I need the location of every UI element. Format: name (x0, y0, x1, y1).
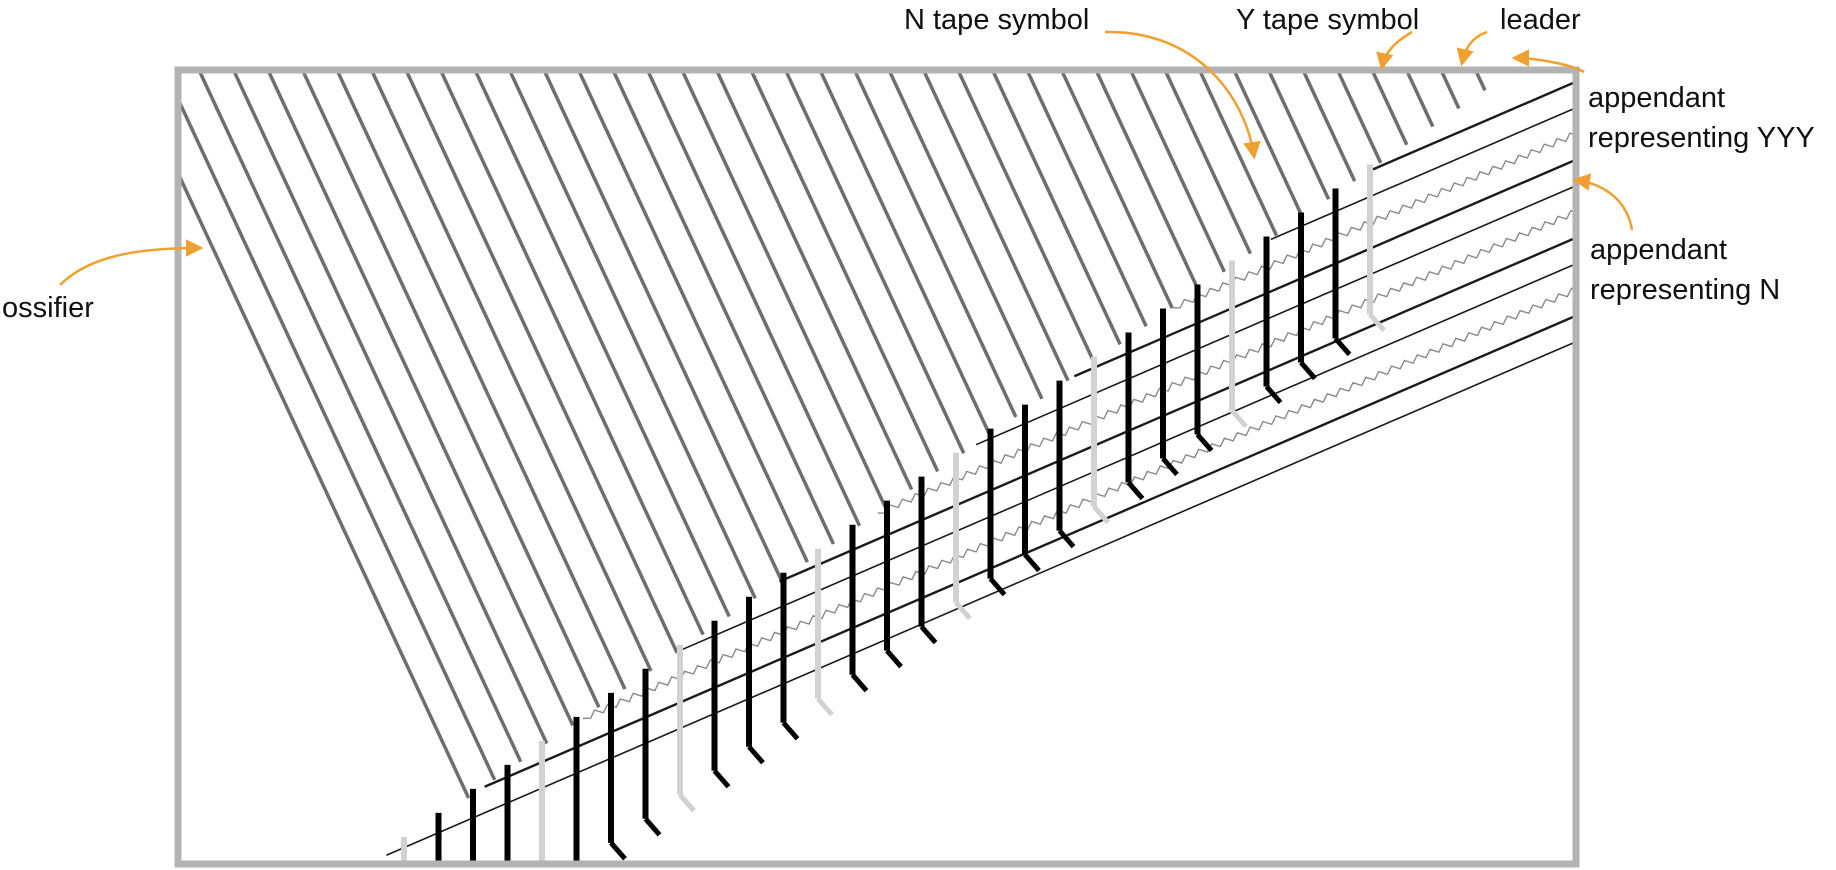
y-tape-symbol-label: Y tape symbol (1236, 4, 1420, 36)
ossifier-line (178, 94, 497, 781)
tape-symbol-tail (609, 841, 627, 861)
appendant-line (1073, 158, 1576, 378)
annotation-arrows (59, 30, 1634, 286)
appendant-n-line2: representing N (1590, 274, 1781, 306)
tape-symbol-tail (1333, 336, 1352, 357)
ossifier-line (1232, 70, 1305, 219)
tape-symbol-tail (988, 576, 1007, 597)
ossifier-line (1197, 70, 1279, 237)
appendant-n-label: appendant representing N (1590, 230, 1780, 310)
ossifier-line (680, 70, 888, 509)
ossifier-line (1266, 70, 1331, 200)
tape-symbol-tail (885, 649, 903, 669)
ossifier-line (266, 70, 575, 727)
appendant-zigzag (877, 209, 1576, 514)
ossifier-label: ossifier (2, 292, 94, 324)
ossifier-line (645, 70, 862, 527)
ossifier-line (714, 70, 914, 491)
tape-symbol-tail (1161, 456, 1179, 477)
appendant-yyy-line2: representing YYY (1588, 122, 1815, 154)
leader-arrow (1456, 30, 1488, 67)
ossifier-line (1404, 70, 1435, 128)
ossifier-line (990, 70, 1122, 346)
ossifier-line (611, 70, 836, 545)
appendant-line (484, 314, 1576, 788)
tape-symbol-tail (1126, 480, 1145, 501)
appendant-lines (386, 80, 1576, 856)
appendant-n-arrow (1572, 173, 1634, 231)
n-tape-symbol-arrow (1104, 30, 1261, 160)
tape-symbol-tail (781, 721, 800, 741)
ossifier-line (749, 70, 940, 473)
ossifier-line (1163, 70, 1253, 255)
ossifier-line (783, 70, 966, 454)
tape-symbol-tail (712, 769, 731, 789)
appendant-line (1368, 80, 1576, 173)
appendant-line (386, 340, 1576, 856)
ossifier-line (178, 169, 471, 799)
ossifier-line (818, 70, 992, 436)
ossifier-line (1439, 70, 1461, 110)
ossifier-line (921, 70, 1070, 382)
ossifier-line (473, 70, 731, 618)
n-tape-symbol-label: N tape symbol (904, 4, 1090, 36)
ossifier-line (1059, 70, 1174, 309)
tape-symbol-tail (1023, 552, 1041, 573)
ossifier-line (1301, 70, 1357, 182)
appendant-line (975, 184, 1576, 446)
tape-symbol-tail (816, 697, 834, 717)
ossifier-line (369, 70, 653, 672)
appendant-yyy-label: appendant representing YYY (1588, 78, 1815, 158)
tape-symbol-tail (643, 817, 662, 837)
tape-symbol-tail (954, 600, 972, 621)
ossifier-line (197, 70, 523, 763)
ossifier-line (335, 70, 627, 690)
tape-symbol-tail (1230, 408, 1248, 429)
ossifier-line (507, 70, 757, 600)
ossifier-line (1128, 70, 1226, 273)
tape-symbol-tail (1368, 312, 1386, 333)
y-tape-symbol-arrow (1376, 30, 1413, 71)
tape-symbol-tail (678, 793, 696, 813)
ossifier-line (438, 70, 705, 636)
tape-symbol-tail (1092, 504, 1110, 525)
appendant-n-line1: appendant (1590, 234, 1728, 266)
ossifier-line (1335, 70, 1383, 164)
appendant-line (779, 236, 1576, 583)
ossifier-line (852, 70, 1018, 418)
appendant-yyy-line1: appendant (1588, 82, 1726, 114)
tape-symbol-tail (919, 625, 938, 645)
tape-symbol-tail (850, 673, 869, 693)
diagram-frame (174, 66, 1580, 868)
ossifier-line (1370, 70, 1409, 146)
tape-symbol-tail (747, 745, 765, 765)
ossifier-line (956, 70, 1096, 364)
ossifier-lines (178, 70, 1513, 799)
ossifier-line (300, 70, 601, 708)
appendant-zigzag (582, 287, 1576, 720)
ossifier-arrow (59, 239, 204, 286)
tape-symbol-tail (1057, 528, 1076, 549)
ossifier-line (1094, 70, 1200, 291)
tape-symbol-tail (1299, 360, 1317, 381)
ossifier-line (1025, 70, 1148, 327)
ossifier-line (542, 70, 783, 581)
appendant-zigzag (1172, 132, 1576, 309)
tape-symbol-tail (1195, 432, 1214, 453)
leader-label: leader (1500, 4, 1581, 36)
ossifier-line (887, 70, 1044, 400)
tape-symbol-tail (1264, 384, 1283, 405)
ossifier-line (576, 70, 809, 563)
appendant-line (1270, 106, 1576, 241)
tape-symbols (401, 164, 1386, 864)
ossifier-line (231, 70, 549, 745)
ossifier-line (404, 70, 679, 654)
appendant-yyy-arrow (1511, 49, 1585, 74)
